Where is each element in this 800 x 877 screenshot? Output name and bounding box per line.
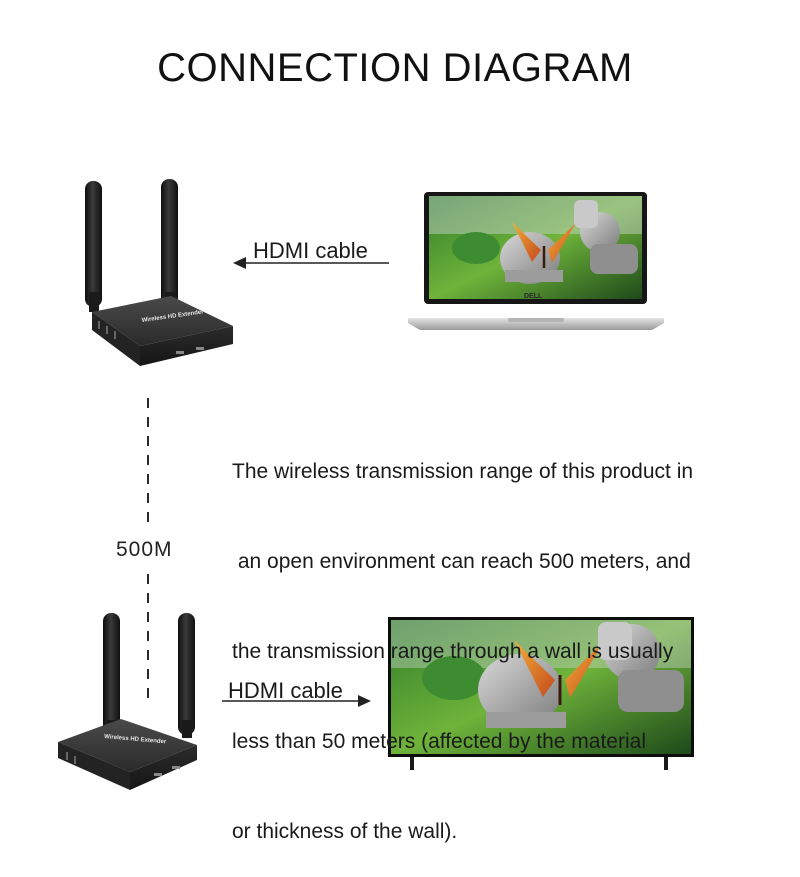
description-line: The wireless transmission range of this … <box>232 460 694 483</box>
description-line: the transmission range through a wall is… <box>232 640 674 663</box>
range-label: 500M <box>116 538 173 561</box>
transmitter-device: Wireless HD Extender <box>85 179 233 366</box>
description-line: or thickness of the wall). <box>232 820 458 843</box>
laptop-source: DELL <box>408 192 664 330</box>
tv-display <box>388 617 694 770</box>
description-line: an open environment can reach 500 meters… <box>232 550 691 573</box>
hdmi-cable-label-top: HDMI cable <box>253 238 368 263</box>
laptop-brand-logo: DELL <box>524 293 543 300</box>
description-line: less than 50 meters (affected by the mat… <box>232 730 646 753</box>
antenna-icon <box>103 613 120 735</box>
antenna-icon <box>161 179 178 306</box>
hdmi-arrow-to-display <box>222 695 371 707</box>
page-title: CONNECTION DIAGRAM <box>157 46 633 90</box>
device-label: Wireless HD Extender <box>104 734 167 745</box>
hdmi-cable-label-bottom: HDMI cable <box>228 678 343 703</box>
antenna-icon <box>178 613 195 735</box>
connection-diagram: Wireless HD Extender DELL <box>58 179 694 790</box>
range-description: The wireless transmission range of this … <box>232 397 792 877</box>
hdmi-arrow-to-transmitter <box>233 257 389 269</box>
receiver-device: Wireless HD Extender <box>58 613 197 790</box>
antenna-icon <box>85 181 102 307</box>
